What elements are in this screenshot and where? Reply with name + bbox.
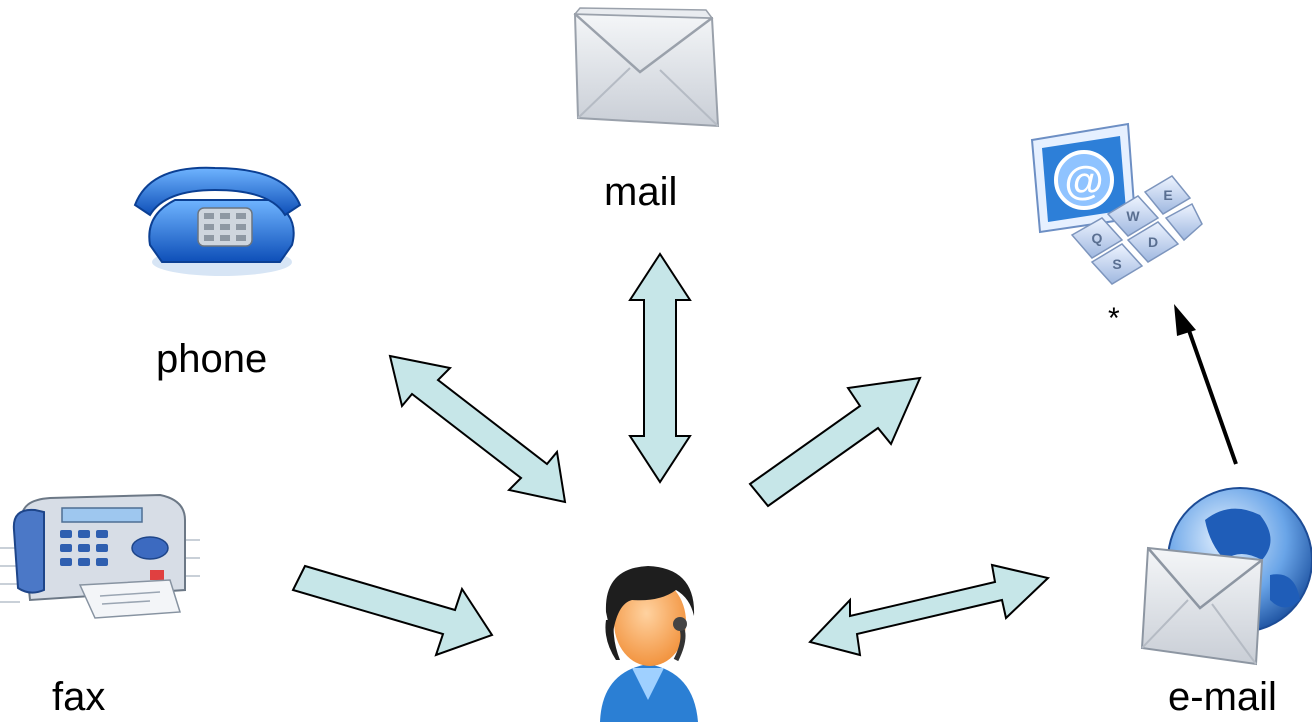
fax-label: fax	[52, 675, 106, 719]
agent-email-double-arrow	[808, 563, 1051, 657]
mail-label: mail	[604, 170, 678, 214]
monitor-at-keyboard-icon: @ Q W E S D	[1030, 122, 1203, 285]
email-web-arrow	[1174, 304, 1238, 465]
fax-machine-icon	[0, 493, 200, 619]
mail-agent-double-arrow	[628, 252, 692, 484]
telephone-icon	[133, 166, 302, 276]
arrows	[291, 252, 1051, 657]
svg-text:S: S	[1112, 256, 1121, 272]
fax-agent-arrow	[291, 564, 494, 657]
svg-text:@: @	[1064, 159, 1103, 203]
agent-web-arrow	[748, 376, 922, 508]
email-label: e-mail	[1168, 675, 1277, 719]
svg-text:D: D	[1148, 234, 1158, 250]
svg-text:Q: Q	[1092, 230, 1103, 246]
svg-text:W: W	[1126, 208, 1140, 224]
svg-text:E: E	[1163, 187, 1172, 203]
globe-envelope-icon	[1140, 487, 1312, 666]
envelope-icon	[573, 7, 720, 128]
phone-label: phone	[156, 337, 268, 381]
web-asterisk: *	[1108, 302, 1120, 335]
call-center-agent-icon	[600, 566, 698, 722]
phone-agent-double-arrow	[388, 354, 567, 504]
